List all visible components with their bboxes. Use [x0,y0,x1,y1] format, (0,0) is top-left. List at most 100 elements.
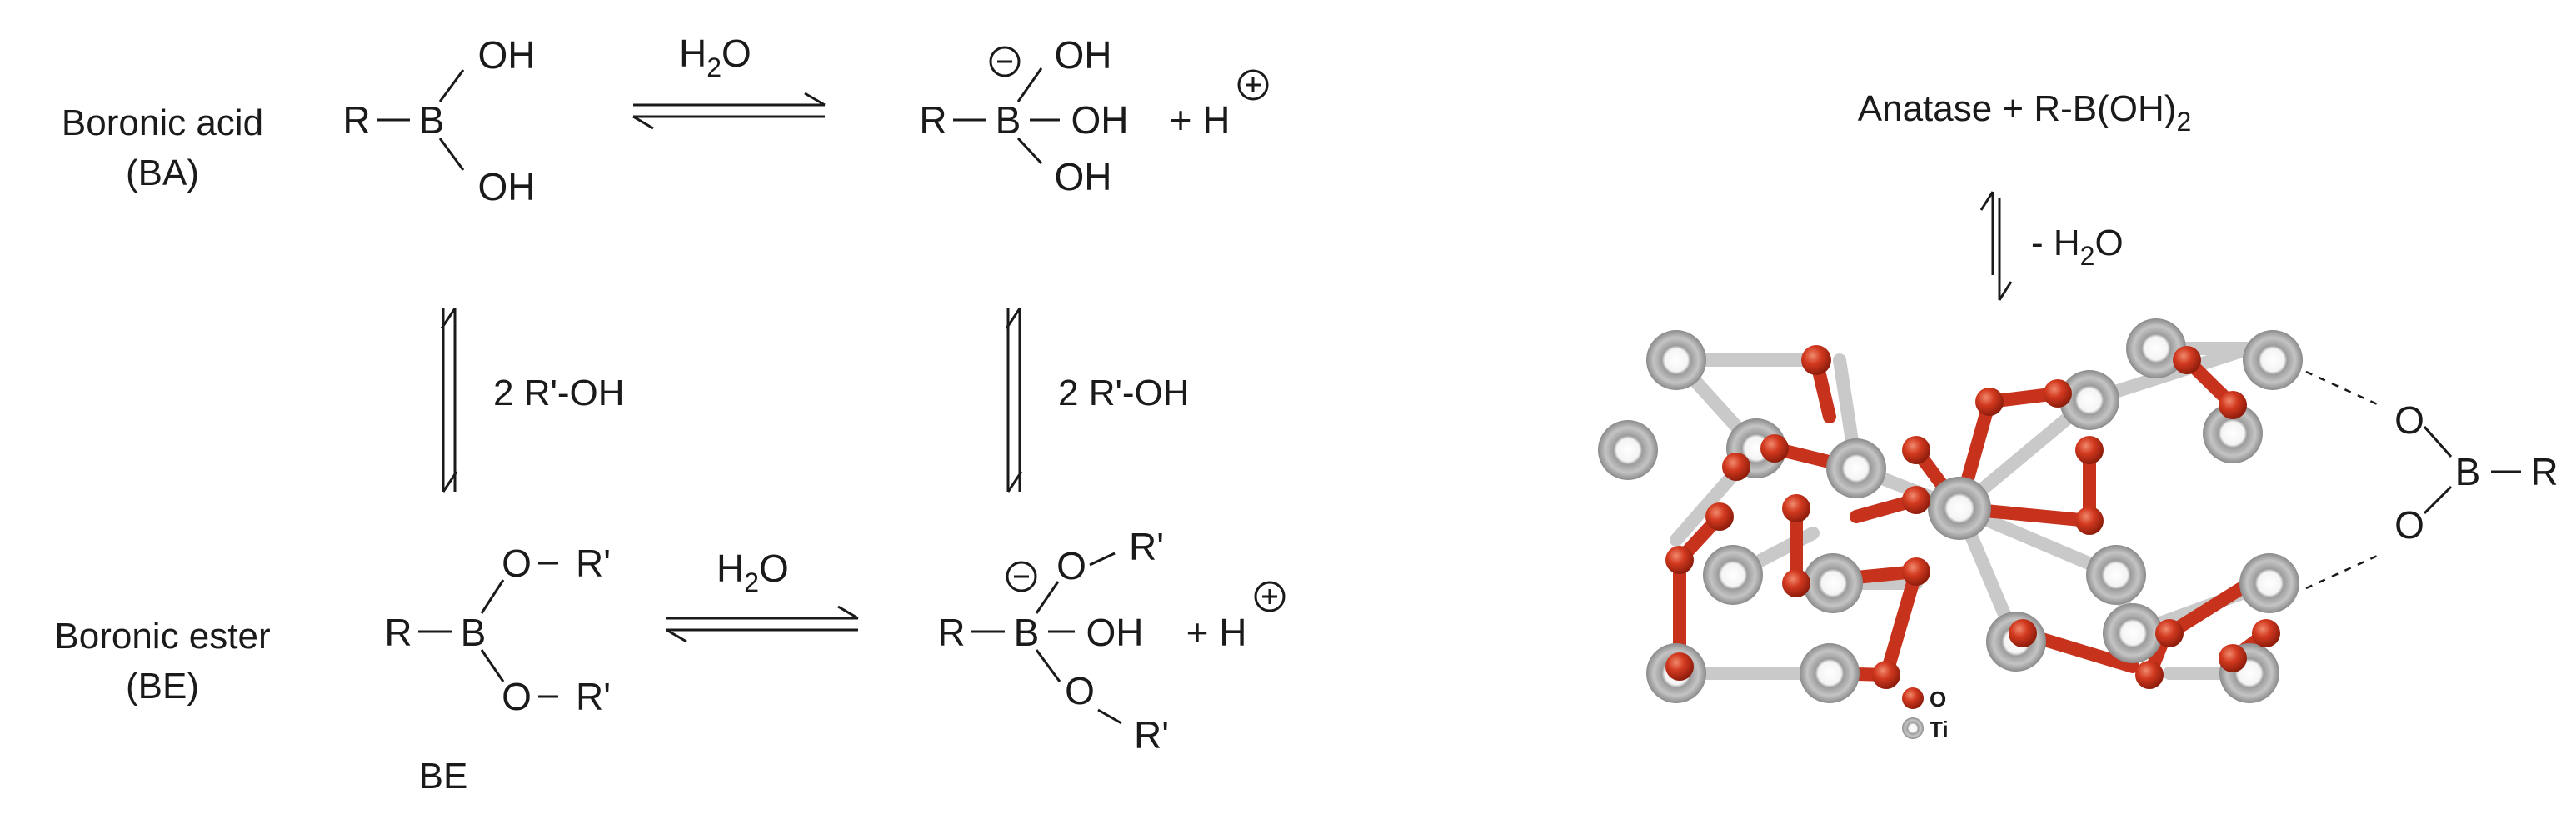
be-bottom-label: BE [419,756,468,797]
o-atom [1782,494,1810,522]
titanium-atoms [1598,318,2303,703]
svg-text:R: R [384,611,412,654]
ti-atom [1928,477,1991,540]
svg-text:R: R [342,98,370,142]
o-atom [2219,644,2247,672]
ti-atom [2059,370,2119,430]
svg-text:OH: OH [478,165,536,208]
o-atom [2173,346,2201,374]
o-atom [2044,379,2072,408]
ti-atom [1598,420,1658,480]
svg-text:B: B [996,98,1021,142]
negative-charge-icon [1006,561,1037,592]
positive-charge-icon [1254,581,1286,612]
svg-text:O: O [2394,503,2424,547]
svg-text:R: R [937,611,965,654]
equilibrium-scheme: Boronic acid (BA) R B OH OH H2O R B [54,32,1286,797]
ti-atom [1826,438,1886,498]
oxygen-legend-label: O [1930,687,1946,712]
atom-legend: O Ti [1902,687,1949,742]
o-atom [2219,391,2247,419]
svg-text:O: O [502,542,532,585]
o-atom [1665,652,1694,681]
positive-charge-icon [1237,69,1269,101]
right-vertical-equilibrium: 2 R'-OH [1005,308,1190,492]
boronic-acid-structure: R B OH OH [342,33,535,208]
svg-text:O: O [1065,669,1095,712]
boronic-acid-abbr: (BA) [126,152,199,193]
ti-atom [1703,545,1763,605]
surface-boronate: O O B R [2305,370,2559,590]
svg-text:OH: OH [1055,33,1112,77]
left-vertical-equilibrium: 2 R'-OH [440,308,625,492]
svg-text:O: O [2394,398,2424,442]
svg-text:+ H: + H [1170,98,1231,142]
svg-text:R: R [2530,450,2558,493]
svg-text:+ H: + H [1186,611,1247,654]
o-atom [1782,569,1810,598]
svg-text:R': R' [576,542,611,585]
ti-atom [2243,330,2303,390]
svg-text:B: B [419,98,445,142]
o-atom [1902,436,1930,464]
anatase-surface-panel: Anatase + R-B(OH)2 - H2O [1598,88,2559,742]
svg-text:O: O [502,675,532,718]
bottom-equilibrium-arrow: H2O [666,547,859,643]
svg-text:R': R' [1134,713,1169,757]
o-atom [1872,661,1900,689]
dehydration-arrow-down [1998,198,2013,301]
negative-charge-icon [989,46,1021,78]
svg-text:B: B [1014,611,1040,654]
anatase-title: Anatase + R-B(OH)2 [1858,88,2191,137]
svg-text:H2O: H2O [716,547,789,598]
ti-atom [1803,553,1863,613]
svg-text:OH: OH [1055,155,1112,198]
o-atom [1665,546,1694,574]
o-atom [1705,502,1734,531]
ti-atom [2203,403,2263,463]
svg-text:R': R' [1129,525,1164,568]
ti-atom [1646,330,1706,390]
boronate-anion-structure: R B OH OH OH + H [919,33,1269,198]
ti-atom [2126,318,2186,378]
titanium-legend-label: Ti [1930,717,1949,742]
o-atom [1722,452,1750,481]
boronic-acid-label: Boronic acid [62,102,263,143]
oxygen-atoms [1665,345,2280,689]
ti-atom [2086,545,2146,605]
o-atom [1902,486,1930,514]
boronic-ester-label: Boronic ester [54,616,270,657]
svg-text:O: O [1056,544,1086,588]
boronic-ester-structure: R B O R' O R' BE [384,542,611,797]
svg-text:R': R' [576,675,611,718]
o-atom [1902,558,1930,586]
oxygen-legend-swatch [1902,688,1924,709]
o-atom [2252,619,2280,648]
svg-text:OH: OH [1071,98,1129,142]
o-atom [2075,507,2104,535]
ti-atom [2103,603,2163,663]
svg-text:R: R [919,98,946,142]
svg-text:2 R'-OH: 2 R'-OH [1058,372,1190,413]
minus-water-label: - H2O [2031,222,2124,271]
o-atom [2155,619,2184,648]
o-atom [1801,345,1831,375]
o-atom [1975,388,2004,416]
svg-text:OH: OH [1086,611,1144,654]
svg-text:B: B [461,611,487,654]
titanium-legend-swatch [1902,718,1924,739]
o-atom [1760,434,1789,462]
dehydration-arrow-up [1979,191,1994,275]
svg-text:OH: OH [478,33,536,77]
boronate-ester-anion-structure: R B O R' OH O R' + H [937,525,1286,757]
svg-text:B: B [2455,450,2481,493]
svg-text:H2O: H2O [679,32,751,82]
boronic-ester-abbr: (BE) [126,666,199,707]
o-atom [2075,436,2104,464]
o-atom [2009,619,2037,648]
top-equilibrium-arrow: H2O [632,32,826,130]
ti-atom [2239,553,2299,613]
svg-text:2 R'-OH: 2 R'-OH [493,372,625,413]
ti-atom [1800,643,1860,703]
